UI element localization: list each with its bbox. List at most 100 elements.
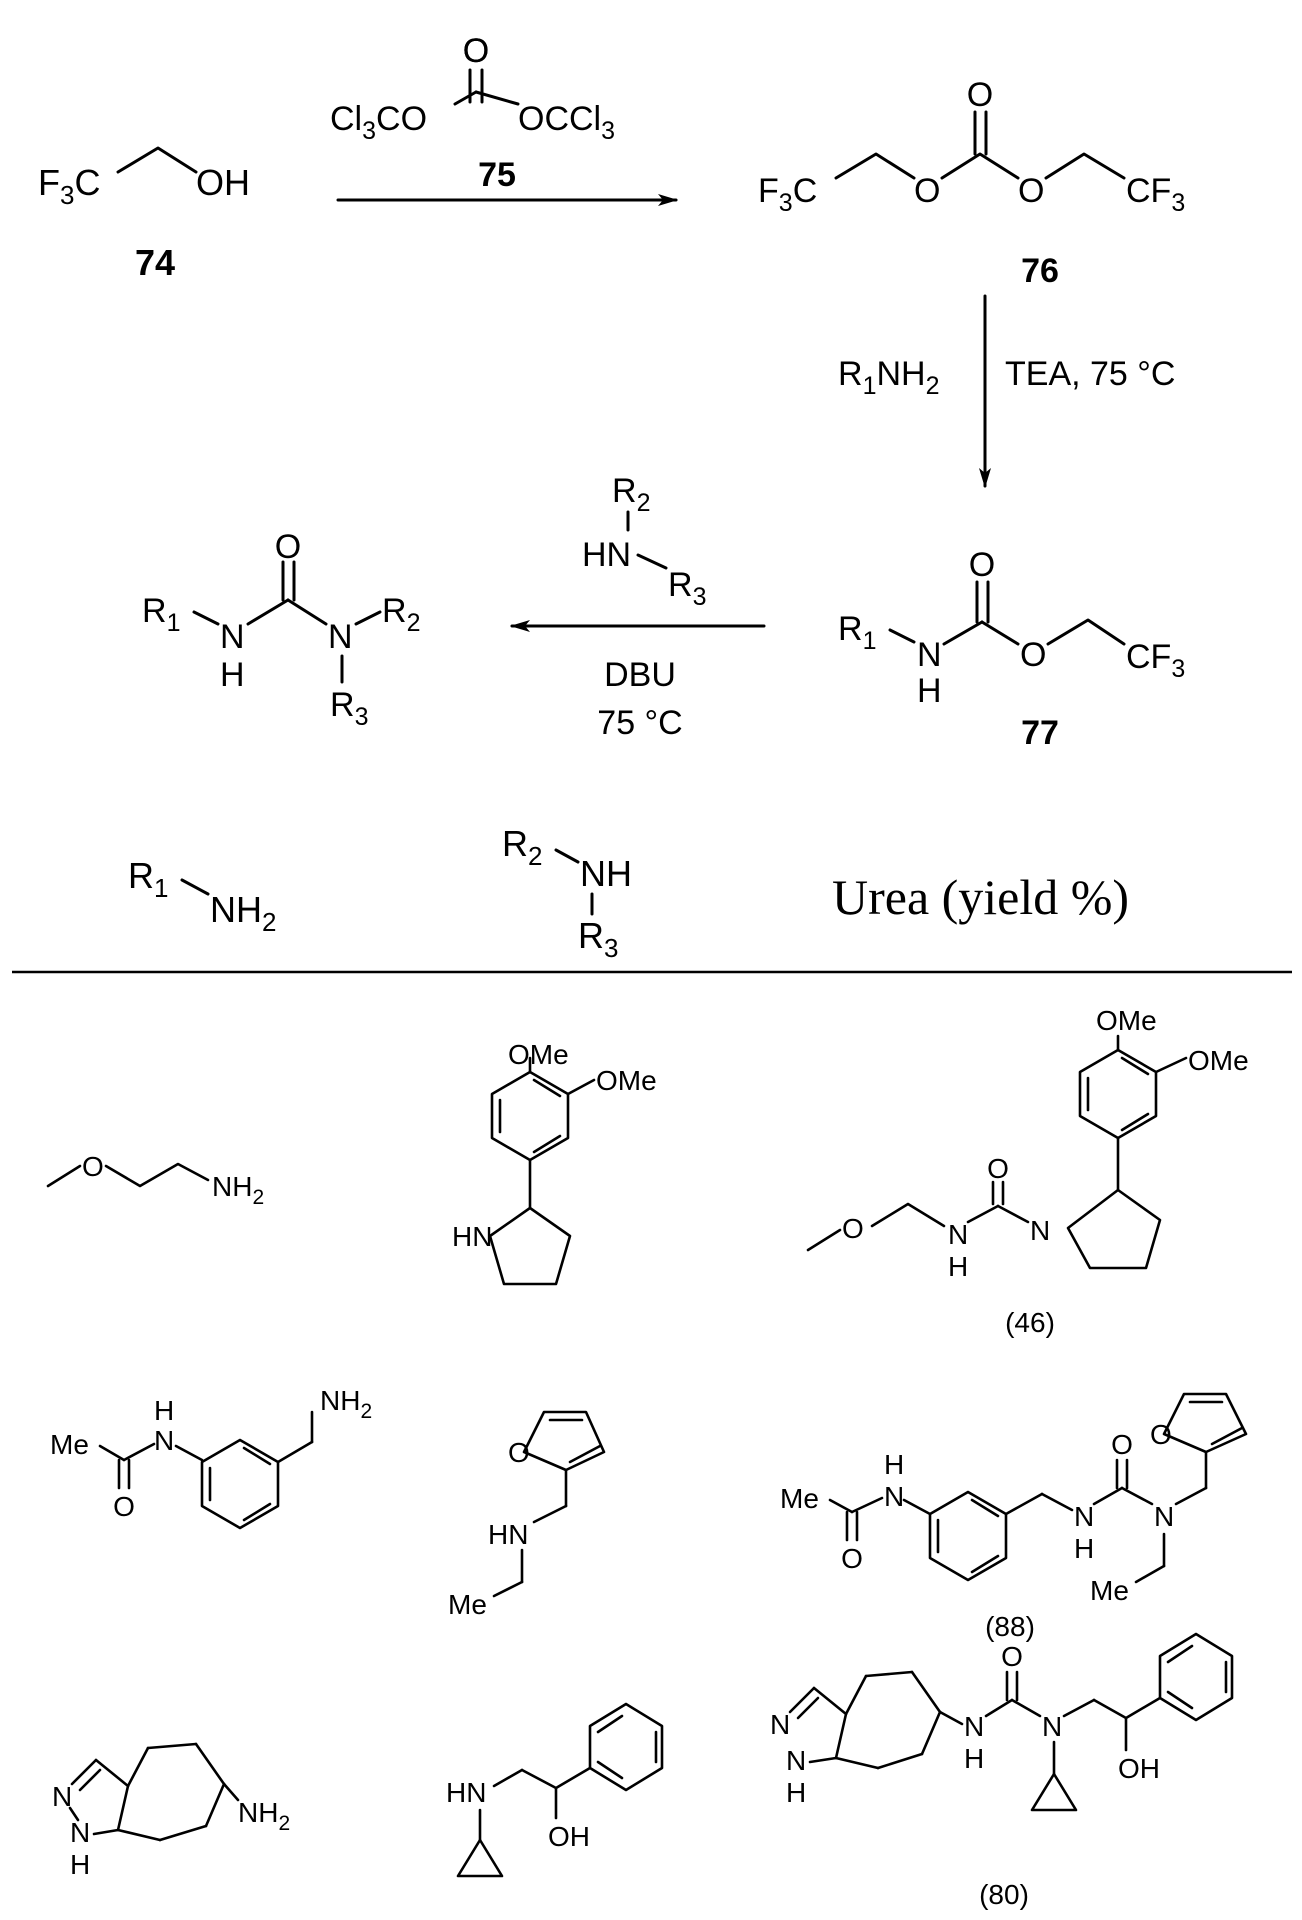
compound-74-number: 74 [135, 242, 175, 283]
svg-text:H: H [948, 1251, 968, 1282]
svg-text:HN: HN [452, 1221, 492, 1252]
svg-text:OH: OH [196, 162, 250, 203]
svg-text:NH2: NH2 [320, 1385, 372, 1423]
svg-text:F3C: F3C [758, 172, 817, 217]
table-row-1-urea: OMe OMe N O N H O (46) [806, 1005, 1249, 1338]
reagent-75: O O Cl3CO OCCl3 75 [330, 32, 615, 194]
yield-row-3: (80) [979, 1879, 1029, 1910]
step-3-amine: R2 HN R3 [582, 472, 706, 611]
table-row-2-amine: Me O N H NH2 [50, 1385, 372, 1530]
svg-text:O: O [1150, 1419, 1172, 1450]
svg-text:N: N [786, 1745, 806, 1776]
svg-text:N: N [1030, 1215, 1050, 1246]
table-row-2-urea: Me O N H N H O N O Me (88) [780, 1392, 1248, 1642]
table-row-3-secondary-amine: HN OH [446, 1702, 664, 1878]
table-row-2-secondary-amine: O HN Me [448, 1410, 606, 1620]
svg-text:NH2: NH2 [210, 889, 276, 937]
table-header: R1 NH2 R2 NH R3 Urea (yield %) [128, 823, 1129, 963]
table-row-1-secondary-amine: OMe OMe HN [452, 1039, 657, 1286]
compound-74: F3C OH 74 [38, 146, 250, 283]
svg-text:CF3: CF3 [1126, 172, 1185, 217]
svg-text:N: N [1074, 1501, 1094, 1532]
compound-77-number: 77 [1021, 714, 1059, 752]
svg-text:F3C: F3C [38, 162, 100, 210]
compound-76-number: 76 [1021, 252, 1059, 290]
urea-product: R1 N H O N R2 R3 [142, 528, 420, 731]
svg-text:Me: Me [50, 1429, 89, 1460]
svg-text:N: N [220, 618, 245, 656]
compound-77: R1 N H O O CF3 77 [838, 546, 1185, 752]
table-row-1-amine: O NH2 [46, 1151, 264, 1209]
svg-text:O: O [1001, 1641, 1023, 1672]
svg-text:R1: R1 [142, 592, 180, 637]
svg-text:N: N [328, 618, 353, 656]
svg-text:OMe: OMe [1096, 1005, 1157, 1036]
svg-text:N: N [948, 1219, 968, 1250]
svg-text:N: N [52, 1781, 72, 1812]
svg-text:R2: R2 [382, 592, 420, 637]
svg-text:H: H [220, 656, 245, 694]
svg-text:OMe: OMe [596, 1065, 657, 1096]
svg-text:R3: R3 [578, 915, 618, 963]
urea-yield-header: Urea (yield %) [832, 869, 1129, 925]
svg-text:HN: HN [446, 1777, 486, 1808]
svg-text:H: H [1074, 1533, 1094, 1564]
compound-76: F3C O O O CF3 76 [758, 76, 1185, 290]
svg-text:OH: OH [1118, 1753, 1160, 1784]
svg-text:R1: R1 [128, 855, 168, 903]
svg-text:N: N [917, 636, 942, 674]
svg-text:HN: HN [582, 536, 631, 574]
reagent-75-number: 75 [478, 156, 516, 194]
svg-text:H: H [154, 1395, 174, 1426]
svg-text:O: O [914, 172, 940, 210]
step-2-conditions: TEA, 75 °C [1005, 355, 1175, 393]
table-row-3-urea: N N H N H O N OH (80) [770, 1632, 1234, 1910]
svg-text:NH2: NH2 [238, 1797, 290, 1835]
svg-text:O: O [841, 1543, 863, 1574]
step-3-temperature: 75 °C [597, 704, 682, 742]
svg-text:O: O [1020, 636, 1046, 674]
svg-text:Cl3CO: Cl3CO [330, 100, 427, 145]
svg-text:O: O [987, 1153, 1009, 1184]
svg-text:OMe: OMe [508, 1039, 569, 1070]
svg-text:Me: Me [1090, 1575, 1129, 1606]
svg-text:O: O [82, 1151, 104, 1182]
svg-text:N: N [964, 1711, 984, 1742]
svg-text:N: N [154, 1425, 174, 1456]
svg-text:O: O [969, 546, 995, 584]
svg-text:N: N [884, 1481, 904, 1512]
svg-text:O: O [508, 1437, 530, 1468]
svg-text:R2: R2 [502, 823, 542, 871]
svg-text:O: O [113, 1491, 135, 1522]
svg-text:OMe: OMe [1188, 1045, 1249, 1076]
yield-row-1: (46) [1005, 1307, 1055, 1338]
svg-text:H: H [964, 1743, 984, 1774]
svg-text:H: H [917, 672, 942, 710]
step-3-base: DBU [604, 656, 676, 694]
svg-text:N: N [1154, 1501, 1174, 1532]
svg-text:O: O [1018, 172, 1044, 210]
svg-text:O: O [463, 32, 489, 70]
table-row-3-amine: N N H NH2 [52, 1742, 290, 1880]
svg-text:R3: R3 [330, 686, 368, 731]
yield-row-2: (88) [985, 1611, 1035, 1642]
svg-text:OH: OH [548, 1821, 590, 1852]
svg-text:NH: NH [580, 853, 632, 894]
svg-text:R1: R1 [838, 610, 876, 655]
svg-text:O: O [1111, 1429, 1133, 1460]
svg-text:O: O [463, 32, 489, 70]
svg-text:Me: Me [448, 1589, 487, 1620]
step-2-amine: R1NH2 [838, 355, 939, 400]
svg-text:H: H [70, 1849, 90, 1880]
svg-text:Me: Me [780, 1483, 819, 1514]
svg-text:H: H [884, 1449, 904, 1480]
svg-text:N: N [1042, 1711, 1062, 1742]
svg-text:N: N [70, 1817, 90, 1848]
svg-text:NH2: NH2 [212, 1171, 264, 1209]
svg-text:R3: R3 [668, 566, 706, 611]
svg-text:O: O [275, 528, 301, 566]
svg-text:HN: HN [488, 1519, 528, 1550]
svg-text:OCCl3: OCCl3 [518, 100, 615, 145]
svg-text:CF3: CF3 [1126, 638, 1185, 683]
